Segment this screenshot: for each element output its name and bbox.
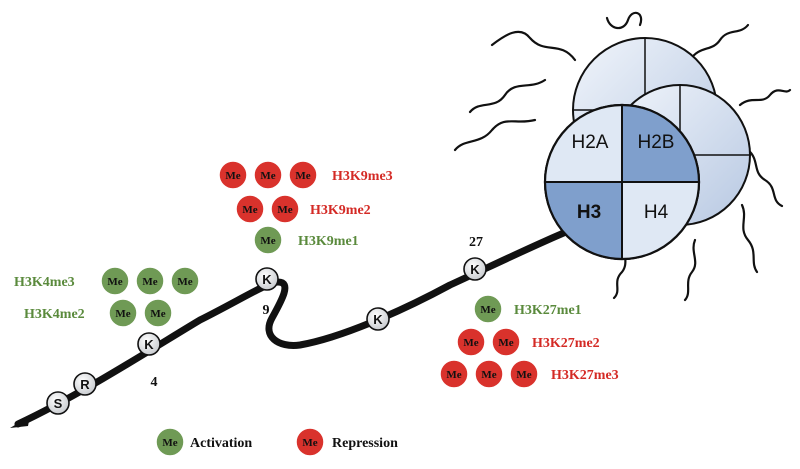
histone-tail bbox=[453, 118, 537, 152]
h2b-label: H2B bbox=[638, 132, 675, 153]
residue-k4: K bbox=[137, 332, 161, 356]
legend-activation-label: Activation bbox=[190, 436, 252, 451]
label-h3k27me1: H3K27me1 bbox=[514, 303, 582, 318]
residue-k9-label: K bbox=[262, 272, 272, 287]
me-label: Me bbox=[498, 337, 513, 349]
methyl-group: Me bbox=[135, 266, 165, 296]
me-label: Me bbox=[225, 170, 240, 182]
label-h3k4me3: H3K4me3 bbox=[14, 275, 75, 290]
methyl-group: Me bbox=[474, 359, 504, 389]
histone-tail bbox=[746, 148, 784, 208]
methyl-group: Me bbox=[456, 327, 486, 357]
me-label: Me bbox=[260, 170, 275, 182]
legend-repression-label: Repression bbox=[332, 436, 398, 451]
methyl-group: Me bbox=[491, 327, 521, 357]
histone-tail bbox=[688, 23, 750, 62]
label-h3k9me2: H3K9me2 bbox=[310, 203, 371, 218]
me-label: Me bbox=[463, 337, 478, 349]
me-label: Me bbox=[446, 369, 461, 381]
h2a-quadrant bbox=[545, 105, 622, 182]
residue-s: S bbox=[46, 391, 70, 415]
histone-tail bbox=[468, 78, 547, 114]
residue-k-mid-label: K bbox=[373, 312, 383, 327]
me-label: Me bbox=[302, 437, 317, 449]
h2a-label: H2A bbox=[572, 132, 609, 153]
residue-r-label: R bbox=[80, 377, 90, 392]
label-h3k27me3: H3K27me3 bbox=[551, 368, 619, 383]
me-label: Me bbox=[107, 276, 122, 288]
me-label: Me bbox=[177, 276, 192, 288]
label-h3k9me3: H3K9me3 bbox=[332, 169, 393, 184]
histone-octamer-front: H2A H2B H3 H4 bbox=[543, 103, 701, 261]
residue-k27-label: K bbox=[470, 262, 480, 277]
h3-tail-backbone bbox=[14, 218, 594, 428]
me-label: Me bbox=[260, 235, 275, 247]
histone-tail bbox=[740, 203, 759, 274]
methyl-group: Me bbox=[143, 298, 173, 328]
methyl-group: Me bbox=[100, 266, 130, 296]
methyl-group: Me bbox=[509, 359, 539, 389]
methyl-group: Me bbox=[253, 160, 283, 190]
position-27: 27 bbox=[469, 235, 483, 250]
residue-k4-label: K bbox=[144, 337, 154, 352]
methyl-groups: Me Me Me Me Me Me Me Me Me Me Me Me Me M… bbox=[100, 160, 539, 457]
me-label: Me bbox=[142, 276, 157, 288]
label-h3k4me2: H3K4me2 bbox=[24, 307, 85, 322]
histone-tails bbox=[453, 11, 792, 302]
residue-k9: K bbox=[255, 267, 279, 291]
h3-quadrant bbox=[545, 182, 622, 259]
label-h3k27me2: H3K27me2 bbox=[532, 336, 600, 351]
legend-activation-symbol: Me bbox=[155, 427, 185, 457]
residue-k27: K bbox=[463, 257, 487, 281]
h4-quadrant bbox=[622, 182, 699, 259]
legend-repression-symbol: Me bbox=[295, 427, 325, 457]
h3-label: H3 bbox=[577, 202, 601, 223]
methyl-group: Me bbox=[473, 294, 503, 324]
h4-label: H4 bbox=[644, 202, 669, 223]
me-label: Me bbox=[480, 304, 495, 316]
methyl-group: Me bbox=[253, 225, 283, 255]
histone-tail bbox=[605, 11, 643, 30]
me-label: Me bbox=[242, 204, 257, 216]
histone-tail bbox=[683, 238, 697, 302]
position-4: 4 bbox=[151, 375, 158, 390]
residue-k-mid: K bbox=[366, 307, 390, 331]
h2b-quadrant bbox=[622, 105, 699, 182]
residue-s-label: S bbox=[54, 396, 63, 411]
methyl-group: Me bbox=[218, 160, 248, 190]
methyl-group: Me bbox=[235, 194, 265, 224]
methyl-group: Me bbox=[270, 194, 300, 224]
methyl-group: Me bbox=[108, 298, 138, 328]
me-label: Me bbox=[481, 369, 496, 381]
me-label: Me bbox=[295, 170, 310, 182]
me-label: Me bbox=[277, 204, 292, 216]
me-label: Me bbox=[162, 437, 177, 449]
tail-residues: S R K K K K bbox=[46, 257, 487, 415]
methyl-group: Me bbox=[170, 266, 200, 296]
histone-tail bbox=[490, 30, 577, 62]
methyl-group: Me bbox=[288, 160, 318, 190]
methyl-group: Me bbox=[439, 359, 469, 389]
position-9: 9 bbox=[263, 303, 270, 318]
me-label: Me bbox=[516, 369, 531, 381]
label-h3k9me1: H3K9me1 bbox=[298, 234, 359, 249]
me-label: Me bbox=[115, 308, 130, 320]
h3-tail-end bbox=[10, 416, 30, 428]
residue-r: R bbox=[73, 372, 97, 396]
me-label: Me bbox=[150, 308, 165, 320]
histone-tail bbox=[738, 88, 792, 107]
